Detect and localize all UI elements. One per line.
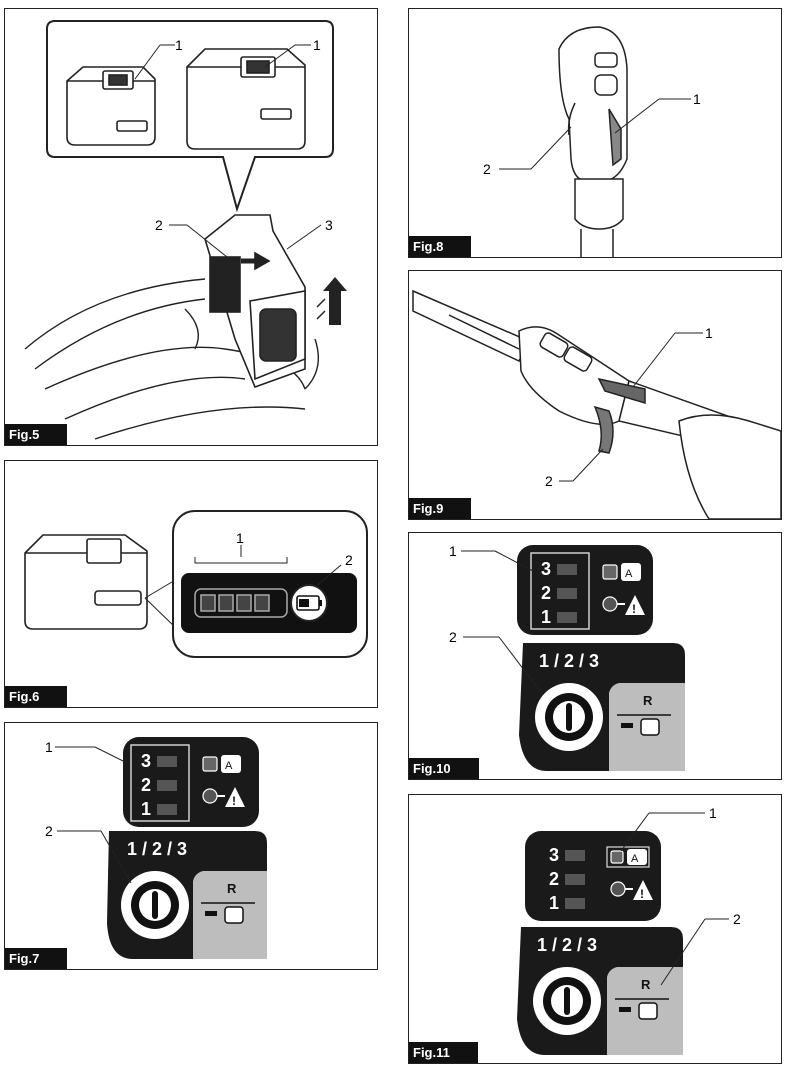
auto-icon: A [625, 568, 633, 580]
handle-grip-drawing [558, 26, 628, 257]
figure-5: 1 1 2 3 F [4, 8, 378, 446]
fig7-illustration: 3 2 1 A ! 1 / 2 / 3 R [45, 737, 267, 959]
figure-label: Fig.7 [5, 948, 68, 969]
speed-3-label: 3 [549, 845, 559, 865]
warning-icon: ! [232, 794, 236, 808]
figure-label: Fig.5 [5, 424, 68, 445]
speed-2-label: 2 [549, 869, 559, 889]
reverse-icon: R [227, 881, 237, 896]
battery-icon [24, 534, 148, 630]
figure-label: Fig.9 [409, 498, 472, 519]
callout-2: 2 [155, 217, 163, 233]
figure-label: Fig.6 [5, 686, 68, 707]
mode-text: 1 / 2 / 3 [537, 935, 597, 955]
switch-panel: 1 / 2 / 3 R [519, 643, 685, 771]
warning-icon: ! [632, 602, 636, 616]
speed-1-label: 1 [549, 893, 559, 913]
figure-label: Fig.10 [409, 758, 479, 779]
reverse-icon: R [641, 977, 651, 992]
callout-2: 2 [345, 552, 353, 568]
fig5-illustration: 1 1 2 3 [24, 20, 347, 440]
speed-2-label: 2 [541, 583, 551, 603]
figure-label: Fig.8 [409, 236, 472, 257]
auto-icon: A [631, 853, 639, 865]
speed-indicator-panel: 3 2 1 A ! [525, 831, 661, 921]
speed-1-label: 1 [541, 607, 551, 627]
callout-1: 1 [236, 530, 244, 546]
callout-2: 2 [545, 473, 553, 489]
shaft-and-handle-drawing [412, 289, 781, 519]
mode-text: 1 / 2 / 3 [539, 651, 599, 671]
callout-1: 1 [709, 805, 717, 821]
battery-insert-drawing [204, 214, 306, 389]
figure-6: 1 2 Fig.6 [4, 460, 378, 708]
up-arrow-icon [316, 277, 347, 325]
tool-housing-drawing [24, 278, 319, 440]
figure-9: 1 2 Fig.9 [408, 270, 782, 520]
callout-2: 2 [449, 629, 457, 645]
speed-2-label: 2 [141, 775, 151, 795]
speed-indicator-panel: 3 2 1 A ! [517, 545, 653, 635]
speed-1-label: 1 [141, 799, 151, 819]
figure-label: Fig.11 [409, 1042, 478, 1063]
callout-1: 1 [449, 543, 457, 559]
callout-3: 3 [325, 217, 333, 233]
callout-2: 2 [45, 823, 53, 839]
callout-1b: 1 [313, 37, 321, 53]
switch-panel: 1 / 2 / 3 R [517, 927, 683, 1055]
fig11-illustration: 3 2 1 A ! 1 / 2 / 3 R [517, 805, 741, 1055]
callout-1: 1 [705, 325, 713, 341]
callout-2: 2 [733, 911, 741, 927]
speed-indicator-panel: 3 2 1 A ! [123, 737, 259, 827]
speed-3-label: 3 [541, 559, 551, 579]
fig10-illustration: 3 2 1 A ! 1 / 2 / 3 R [449, 543, 685, 771]
callout-1a: 1 [175, 37, 183, 53]
figure-7: 3 2 1 A ! 1 / 2 / 3 R [4, 722, 378, 970]
figure-10: 3 2 1 A ! 1 / 2 / 3 R [408, 532, 782, 780]
battery-gauge-leds [194, 588, 288, 618]
callout-1: 1 [693, 91, 701, 107]
fig9-illustration: 1 2 [412, 289, 781, 519]
fig8-illustration: 1 2 [483, 26, 701, 257]
callout-2: 2 [483, 161, 491, 177]
switch-panel: 1 / 2 / 3 R [107, 831, 267, 959]
reverse-icon: R [643, 693, 653, 708]
mode-text: 1 / 2 / 3 [127, 839, 187, 859]
callout-1: 1 [45, 739, 53, 755]
figure-8: 1 2 Fig.8 [408, 8, 782, 258]
auto-icon: A [225, 760, 233, 772]
warning-icon: ! [640, 887, 644, 901]
speed-3-label: 3 [141, 751, 151, 771]
figure-11: 3 2 1 A ! 1 / 2 / 3 R [408, 794, 782, 1064]
fig6-illustration: 1 2 [24, 510, 368, 658]
battery-large-icon [186, 48, 306, 150]
battery-small-icon [66, 66, 156, 146]
